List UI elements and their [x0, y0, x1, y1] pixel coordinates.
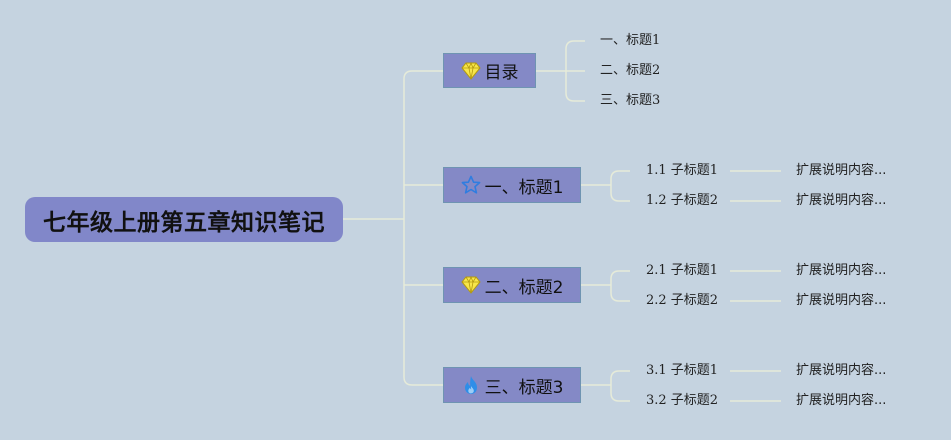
- connector-b3: [581, 270, 630, 302]
- connector-b3-ext: [730, 270, 781, 302]
- subtopic[interactable]: 1.2 子标题2: [646, 193, 719, 208]
- branch-section-1[interactable]: 一、标题1: [443, 167, 581, 203]
- subtopic[interactable]: 1.1 子标题1: [646, 163, 719, 178]
- connector-b2: [581, 170, 630, 202]
- connector-b4: [581, 370, 630, 402]
- subtopic[interactable]: 3.2 子标题2: [646, 393, 719, 408]
- star-icon: [461, 175, 481, 195]
- extension-note[interactable]: 扩展说明内容...: [796, 193, 887, 208]
- diamond-icon: [460, 275, 481, 295]
- connector-trunk: [403, 70, 443, 386]
- extension-note[interactable]: 扩展说明内容...: [796, 163, 887, 178]
- connector-b2-ext: [730, 170, 781, 202]
- branch-section-3[interactable]: 三、标题3: [443, 367, 581, 403]
- subtopic[interactable]: 3.1 子标题1: [646, 363, 719, 378]
- extension-note[interactable]: 扩展说明内容...: [796, 393, 887, 408]
- branch-section-2[interactable]: 二、标题2: [443, 267, 581, 303]
- root-topic[interactable]: 七年级上册第五章知识笔记: [25, 197, 343, 242]
- branch-label: 二、标题2: [484, 277, 564, 298]
- toc-item[interactable]: 三、标题3: [600, 93, 661, 108]
- branch-label: 目录: [484, 63, 519, 83]
- flame-icon: [461, 375, 481, 395]
- toc-item[interactable]: 二、标题2: [600, 63, 661, 78]
- connector-b4-ext: [730, 370, 781, 402]
- connector-toc: [536, 40, 585, 102]
- diamond-icon: [460, 61, 481, 81]
- branch-label: 三、标题3: [484, 377, 564, 398]
- branch-label: 一、标题1: [484, 177, 564, 198]
- branch-toc[interactable]: 目录: [443, 53, 536, 88]
- root-title: 七年级上册第五章知识笔记: [43, 209, 325, 236]
- extension-note[interactable]: 扩展说明内容...: [796, 363, 887, 378]
- subtopic[interactable]: 2.2 子标题2: [646, 293, 719, 308]
- subtopic[interactable]: 2.1 子标题1: [646, 263, 719, 278]
- extension-note[interactable]: 扩展说明内容...: [796, 263, 887, 278]
- extension-note[interactable]: 扩展说明内容...: [796, 293, 887, 308]
- toc-item[interactable]: 一、标题1: [600, 33, 661, 48]
